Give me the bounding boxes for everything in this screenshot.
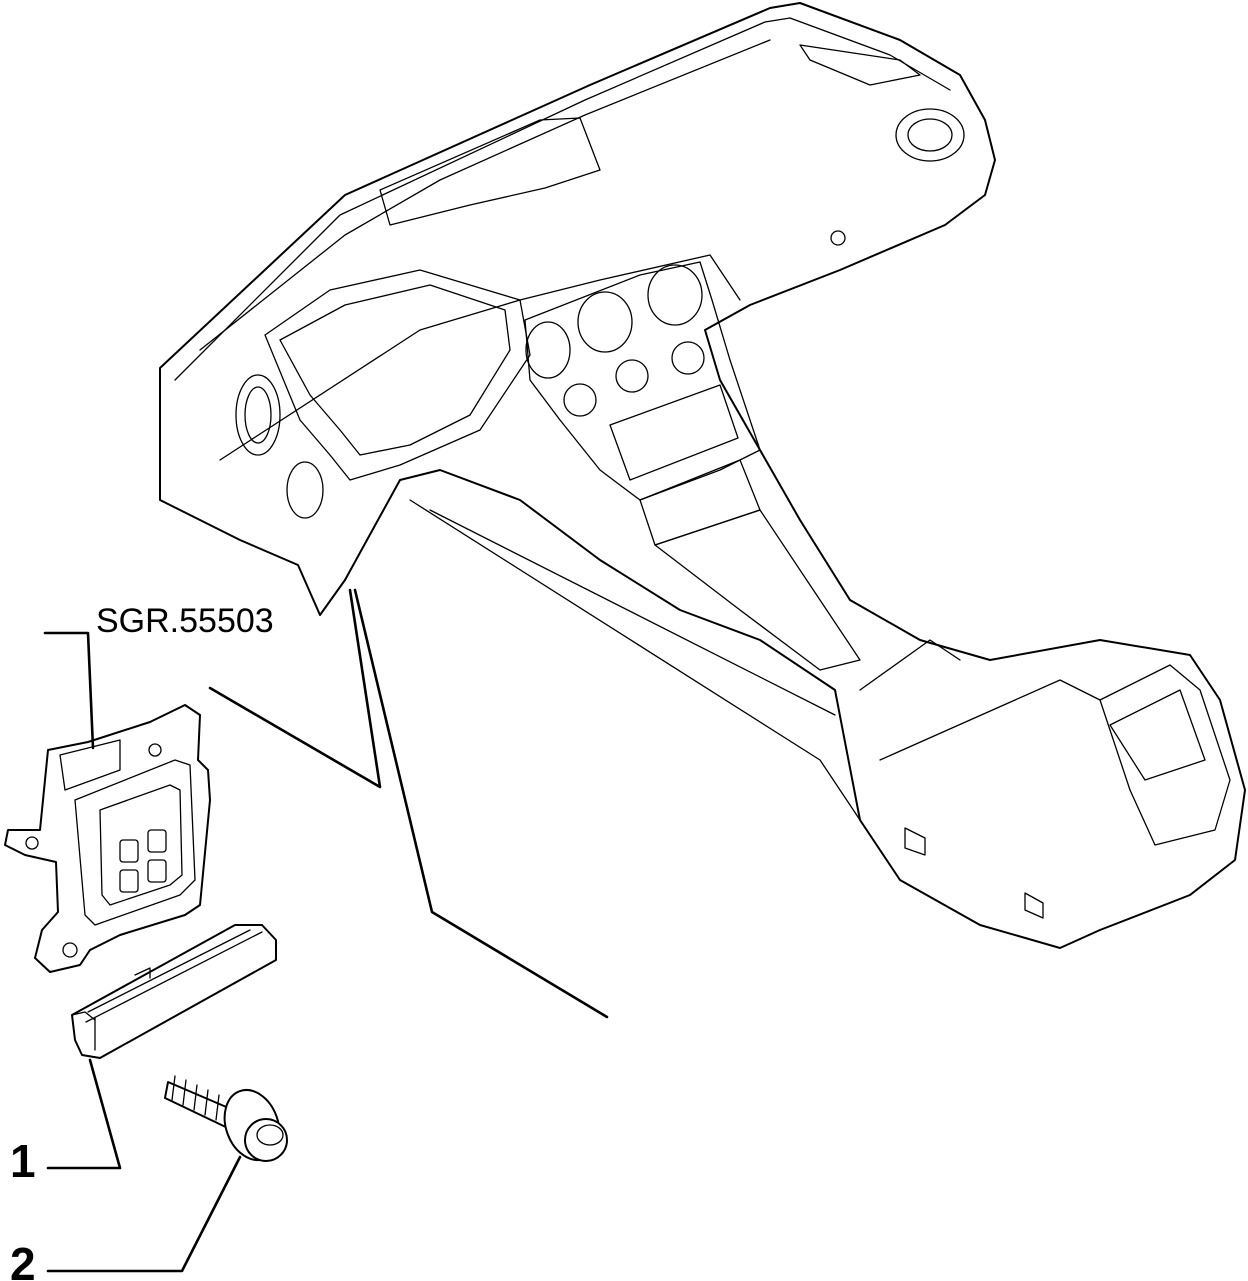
dashboard-assembly [159,2,1246,949]
screw-head [244,1118,288,1162]
trim-strip-part [71,924,277,1059]
leader-lines [43,588,609,1273]
trim-to-dashboard-line [353,588,609,1019]
bracket-part [4,704,211,973]
screw-part [164,1075,288,1162]
reference-label: SGR.55503 [96,602,274,640]
bracket-to-dashboard-line [208,588,382,789]
bracket-outline [4,704,211,973]
ref-leader-line [43,631,95,750]
callout-number-2: 2 [10,1238,36,1281]
trim-strip-outline [71,924,277,1059]
callout-number-1: 1 [10,1135,36,1187]
callout-1-leader [46,1058,122,1170]
callout-2-leader [46,1155,242,1273]
